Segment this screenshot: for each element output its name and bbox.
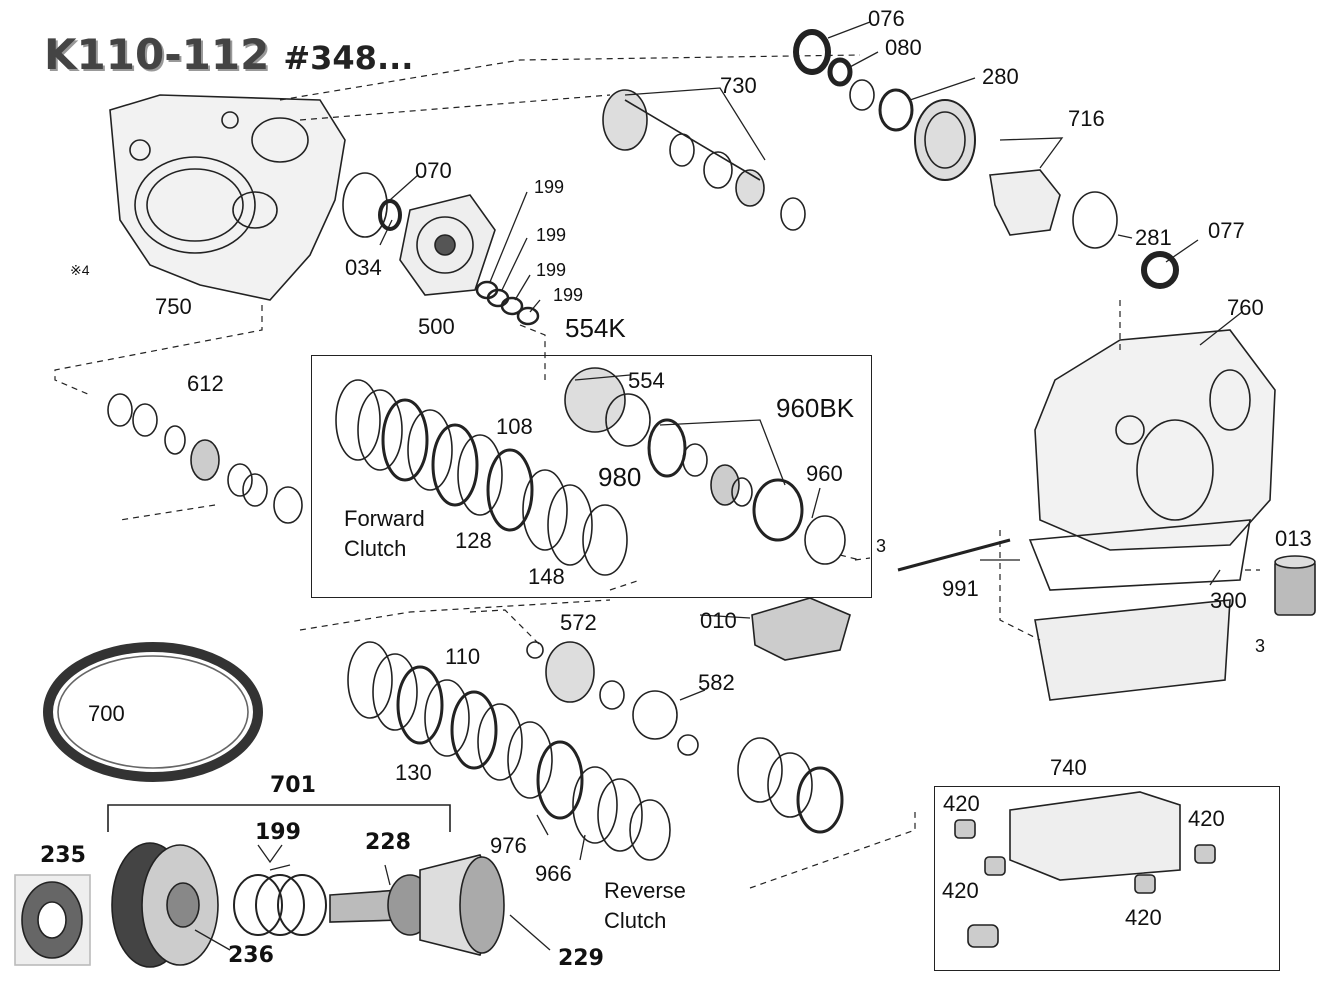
- label-077: 077: [1208, 218, 1245, 243]
- label-010: 010: [700, 608, 737, 633]
- diagram-title: K110-112 #348...: [44, 30, 413, 79]
- label-130: 130: [395, 760, 432, 785]
- bracket-701: [107, 804, 451, 832]
- oil-pan-300: [1028, 519, 1251, 701]
- label-572: 572: [560, 610, 597, 635]
- washer: [849, 79, 875, 111]
- label-199-set: 199: [255, 820, 301, 845]
- label-420-3: 420: [942, 878, 979, 903]
- label-235: 235: [40, 843, 86, 868]
- label-980: 980: [598, 462, 642, 492]
- leader-lines: [194, 21, 1243, 951]
- bearing-280: [878, 88, 914, 132]
- label-076: 076: [868, 6, 905, 31]
- label-280: 280: [982, 64, 1019, 89]
- rings-199: [475, 280, 540, 326]
- differential-716: [914, 99, 1118, 249]
- label-582: 582: [698, 670, 735, 695]
- label-108: 108: [496, 414, 533, 439]
- filter-013: [1274, 555, 1316, 616]
- forward-clutch-box: [311, 355, 872, 598]
- label-966: 966: [535, 861, 572, 886]
- label-420-2: 420: [1188, 806, 1225, 831]
- label-991: 991: [942, 576, 979, 601]
- label-730: 730: [720, 73, 757, 98]
- label-750: 750: [155, 294, 192, 319]
- shaft-228-229: [329, 854, 505, 956]
- label-013: 013: [1275, 526, 1312, 551]
- ring-080: [827, 57, 853, 87]
- label-034: 034: [345, 255, 382, 280]
- gear-730: [602, 89, 806, 231]
- bearing-235: [14, 874, 91, 966]
- label-500: 500: [418, 314, 455, 339]
- dashed-guides: [54, 54, 1260, 889]
- drum-236: [111, 842, 219, 968]
- dipstick-991: [897, 538, 1011, 572]
- reverse-clutch-plates: [347, 641, 844, 861]
- label-199-4: 199: [553, 285, 584, 305]
- label-236: 236: [228, 943, 274, 968]
- seal-070: [342, 172, 388, 238]
- serial-range: #348...: [283, 39, 414, 77]
- label-reverse-clutch: Reverse Clutch: [604, 878, 686, 933]
- label-554: 554: [628, 368, 665, 393]
- label-199-3: 199: [536, 260, 567, 280]
- label-199-1: 199: [534, 177, 565, 197]
- oring-034: [378, 199, 402, 231]
- valve-body-740: [954, 791, 1216, 948]
- seal-700: [43, 642, 263, 782]
- clutch-drum-554: [564, 367, 846, 565]
- label-300: 300: [1210, 588, 1247, 613]
- label-228: 228: [365, 830, 411, 855]
- gear-572: [526, 641, 699, 756]
- label-740: 740: [1050, 755, 1087, 780]
- label-080: 080: [885, 35, 922, 60]
- label-229: 229: [558, 946, 604, 971]
- label-700: 700: [88, 701, 125, 726]
- seal-076: [793, 29, 831, 75]
- seal-077: [1141, 251, 1179, 289]
- label-960: 960: [806, 461, 843, 486]
- model-code: K110-112: [44, 30, 270, 79]
- housing-750: [109, 94, 346, 301]
- valve-body-box: [934, 786, 1280, 971]
- label-199-2: 199: [536, 225, 567, 245]
- label-3-left: 3: [876, 536, 887, 556]
- label-281: 281: [1135, 225, 1172, 250]
- label-420-1: 420: [943, 791, 980, 816]
- label-701: 701: [270, 773, 316, 798]
- bearing-612: [107, 393, 303, 524]
- valve-010: [751, 597, 851, 661]
- label-110: 110: [445, 644, 481, 669]
- label-760: 760: [1227, 295, 1264, 320]
- case-760: [1034, 329, 1276, 551]
- label-554K: 554K: [565, 313, 626, 343]
- label-148: 148: [528, 564, 565, 589]
- label-070: 070: [415, 158, 452, 183]
- pump-500: [399, 194, 496, 296]
- rings-199-set: [233, 874, 327, 936]
- label-612: 612: [187, 371, 224, 396]
- forward-clutch-plates: [335, 379, 628, 576]
- label-716: 716: [1068, 106, 1105, 131]
- label-128: 128: [455, 528, 492, 553]
- label-forward-clutch: Forward Clutch: [344, 506, 425, 561]
- label-3-right: 3: [1255, 636, 1266, 656]
- label-960BK: 960BK: [776, 393, 855, 423]
- label-x4: ※4: [70, 262, 90, 278]
- label-976: 976: [490, 833, 527, 858]
- label-420-4: 420: [1125, 905, 1162, 930]
